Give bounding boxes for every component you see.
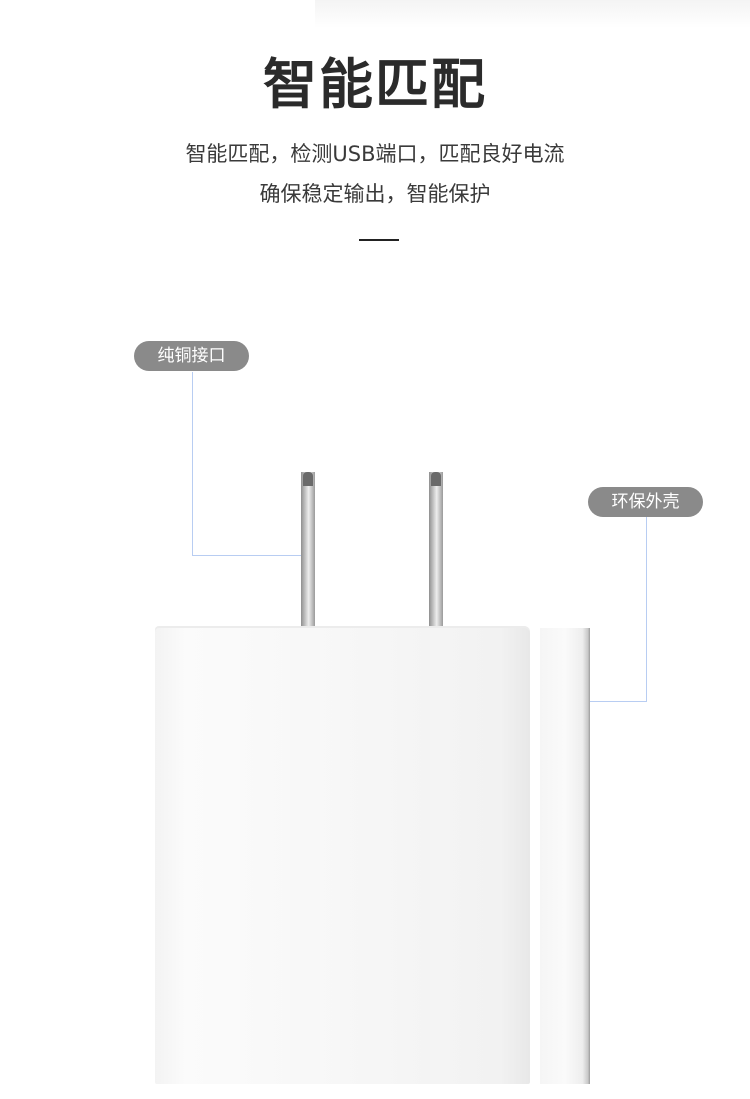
copper-callout-horizontal-line: [192, 555, 308, 556]
right-plug-prong: [429, 472, 443, 626]
left-plug-prong: [301, 472, 315, 626]
title-divider: [359, 239, 399, 241]
shell-callout-horizontal-line: [548, 701, 647, 702]
description-line-1: 智能匹配，检测USB端口，匹配良好电流: [185, 142, 565, 166]
copper-interface-label: 纯铜接口: [134, 341, 249, 371]
page-title: 智能匹配: [263, 53, 487, 116]
eco-shell-label: 环保外壳: [588, 487, 703, 517]
charger-body-front: [155, 626, 530, 1084]
top-background-fade: [315, 0, 750, 28]
description-line-2: 确保稳定输出，智能保护: [259, 182, 491, 206]
charger-body-side: [540, 628, 590, 1084]
shell-callout-vertical-line: [646, 517, 647, 702]
copper-callout-vertical-line: [192, 372, 193, 556]
